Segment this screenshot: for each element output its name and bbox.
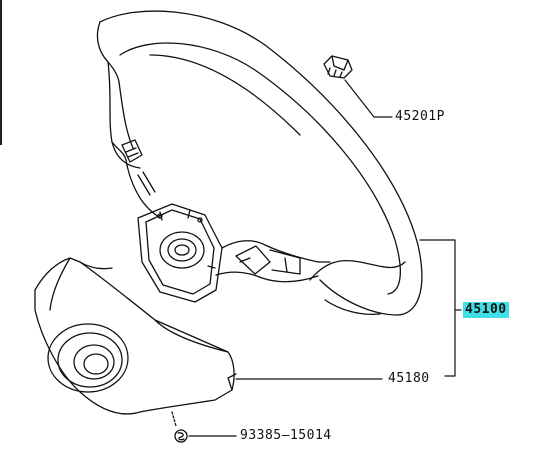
screw-part: [171, 411, 188, 443]
part-label-45100[interactable]: 45100: [463, 302, 509, 318]
part-label-45180[interactable]: 45180: [388, 371, 430, 386]
left-spoke: [111, 139, 161, 219]
part-label-45201P[interactable]: 45201P: [395, 109, 445, 124]
leader-45100-bracket: [419, 239, 456, 377]
steering-wheel-rim: [96, 10, 423, 316]
part-label-93385-15014[interactable]: 93385—15014: [240, 428, 332, 443]
cap-part: [323, 55, 353, 79]
leader-45201P: [344, 79, 393, 118]
right-spoke: [215, 240, 331, 283]
horn-pad: [34, 257, 237, 415]
left-edge-mark: [0, 0, 2, 145]
leader-lines: [188, 79, 462, 437]
steering-wheel-hub: [137, 203, 223, 303]
